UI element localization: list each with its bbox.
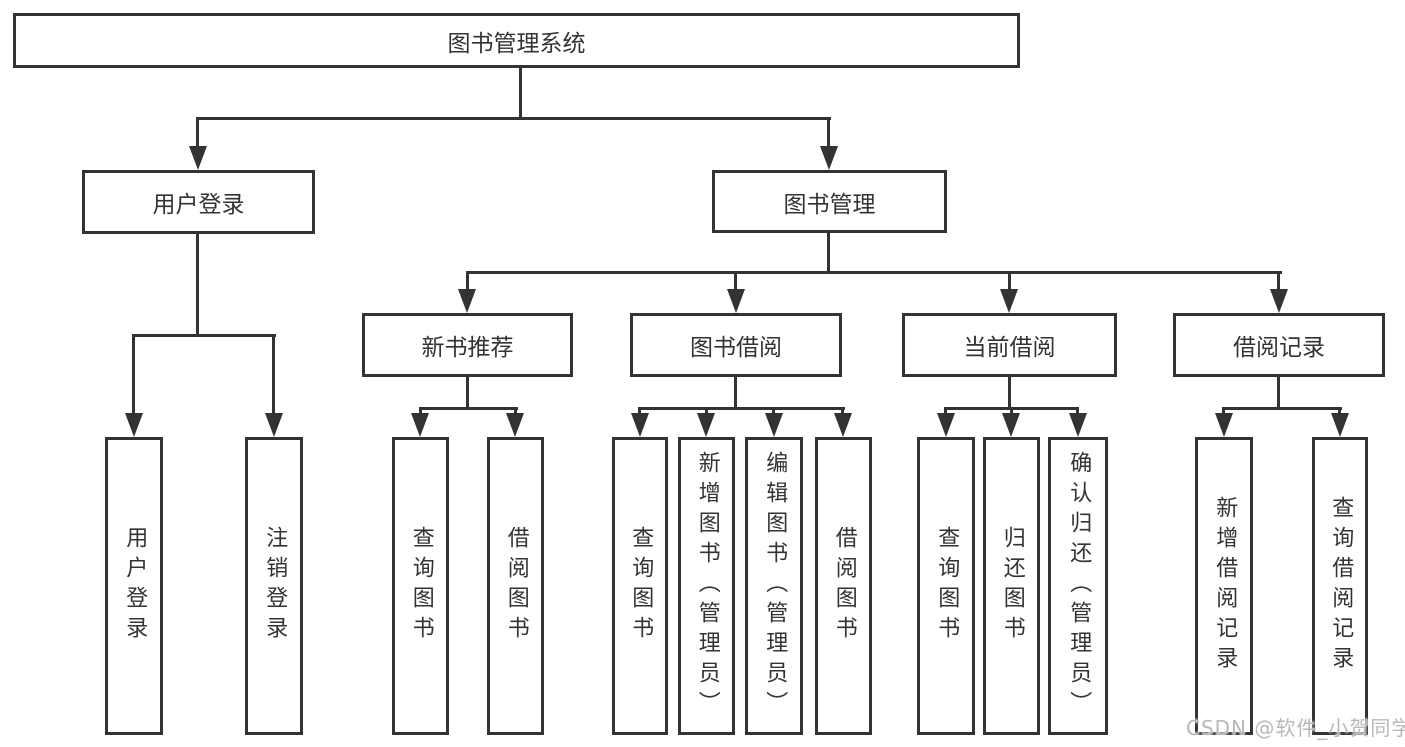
node-new-book-recommend-label: 新书推荐: [421, 335, 514, 361]
connector-line: [196, 117, 199, 149]
csdn-watermark: CSDN @软件_小贺同学: [1186, 716, 1405, 740]
arrowhead: [1270, 289, 1288, 313]
leaf-add-book-admin-label: 新增图书（管理员）: [694, 451, 720, 721]
arrowhead: [1215, 413, 1233, 437]
leaf-query-books-1-label: 查询图书: [408, 526, 434, 646]
arrowhead: [189, 146, 207, 170]
connector-line: [196, 234, 199, 337]
connector-line: [466, 271, 469, 291]
node-book-management-label: 图书管理: [783, 191, 876, 218]
leaf-query-books-3-label: 查询图书: [934, 526, 960, 646]
connector-line: [419, 407, 518, 410]
leaf-confirm-return-admin-label: 确认归还（管理员）: [1066, 451, 1092, 721]
node-book-management: 图书管理: [712, 170, 947, 233]
leaf-confirm-return-admin: 确认归还（管理员）: [1048, 437, 1108, 735]
leaf-add-borrow-record: 新增借阅记录: [1195, 437, 1253, 735]
leaf-borrow-books-2-label: 借阅图书: [831, 526, 857, 646]
leaf-edit-book-admin: 编辑图书（管理员）: [745, 437, 803, 735]
connector-line: [1008, 377, 1011, 410]
connector-line: [514, 407, 517, 417]
node-root-label: 图书管理系统: [447, 30, 586, 57]
arrowhead: [697, 413, 715, 437]
arrowhead: [1069, 413, 1087, 437]
connector-line: [1008, 271, 1011, 291]
leaf-borrow-books-1-label: 借阅图书: [503, 526, 529, 646]
arrowhead: [820, 146, 838, 170]
connector-line: [466, 271, 1282, 274]
leaf-user-login-label: 用户登录: [122, 526, 148, 646]
connector-line: [1222, 407, 1225, 417]
leaf-logout-login: 注销登录: [245, 437, 303, 735]
arrowhead: [506, 413, 524, 437]
leaf-add-book-admin: 新增图书（管理员）: [678, 437, 735, 735]
connector-line: [419, 407, 422, 417]
node-book-borrow: 图书借阅: [630, 313, 842, 377]
connector-line: [1338, 407, 1341, 417]
node-borrow-records: 借阅记录: [1173, 313, 1385, 377]
leaf-user-login: 用户登录: [105, 437, 163, 735]
connector-line: [132, 334, 135, 414]
connector-line: [638, 407, 641, 417]
node-current-borrow-label: 当前借阅: [963, 335, 1056, 361]
leaf-query-books-3: 查询图书: [917, 437, 975, 735]
arrowhead: [125, 413, 143, 437]
leaf-borrow-books-1: 借阅图书: [487, 437, 544, 735]
connector-line: [1076, 407, 1079, 417]
connector-line: [705, 407, 708, 417]
node-borrow-records-label: 借阅记录: [1233, 335, 1325, 361]
arrowhead: [1000, 289, 1018, 313]
connector-line: [734, 377, 737, 410]
arrowhead: [458, 289, 476, 313]
connector-line: [944, 407, 947, 417]
arrowhead: [727, 289, 745, 313]
leaf-query-books-2: 查询图书: [612, 437, 668, 735]
leaf-logout-login-label: 注销登录: [262, 526, 288, 646]
leaf-query-books-2-label: 查询图书: [628, 526, 654, 646]
arrowhead: [1331, 413, 1349, 437]
connector-line: [1223, 407, 1342, 410]
leaf-query-books-1: 查询图书: [392, 437, 449, 735]
leaf-query-borrow-record: 查询借阅记录: [1312, 437, 1368, 735]
connector-line: [827, 117, 830, 149]
arrowhead: [265, 413, 283, 437]
leaf-query-borrow-record-label: 查询借阅记录: [1328, 496, 1354, 676]
arrowhead: [1002, 413, 1020, 437]
node-new-book-recommend: 新书推荐: [362, 313, 573, 377]
node-user-login: 用户登录: [82, 170, 315, 234]
connector-line: [272, 334, 275, 414]
connector-line: [466, 377, 469, 410]
connector-line: [841, 407, 844, 417]
leaf-return-book-label: 归还图书: [999, 526, 1025, 646]
connector-line: [196, 117, 831, 120]
leaf-add-borrow-record-label: 新增借阅记录: [1212, 496, 1238, 676]
leaf-return-book: 归还图书: [983, 437, 1040, 735]
arrowhead: [937, 413, 955, 437]
arrowhead: [411, 413, 429, 437]
arrowhead: [631, 413, 649, 437]
node-current-borrow: 当前借阅: [902, 313, 1117, 377]
node-root: 图书管理系统: [13, 13, 1020, 68]
connector-line: [639, 407, 845, 410]
node-book-borrow-label: 图书借阅: [690, 335, 782, 361]
leaf-edit-book-admin-label: 编辑图书（管理员）: [762, 451, 788, 721]
node-user-login-label: 用户登录: [152, 192, 245, 218]
connector-line: [1010, 407, 1013, 417]
leaf-borrow-books-2: 借阅图书: [815, 437, 872, 735]
connector-line: [1277, 271, 1280, 291]
connector-line: [1277, 377, 1280, 410]
connector-line: [772, 407, 775, 417]
connector-line: [734, 271, 737, 291]
connector-line: [133, 334, 276, 337]
arrowhead: [765, 413, 783, 437]
connector-line: [827, 233, 830, 274]
connector-line: [519, 66, 522, 119]
arrowhead: [834, 413, 852, 437]
